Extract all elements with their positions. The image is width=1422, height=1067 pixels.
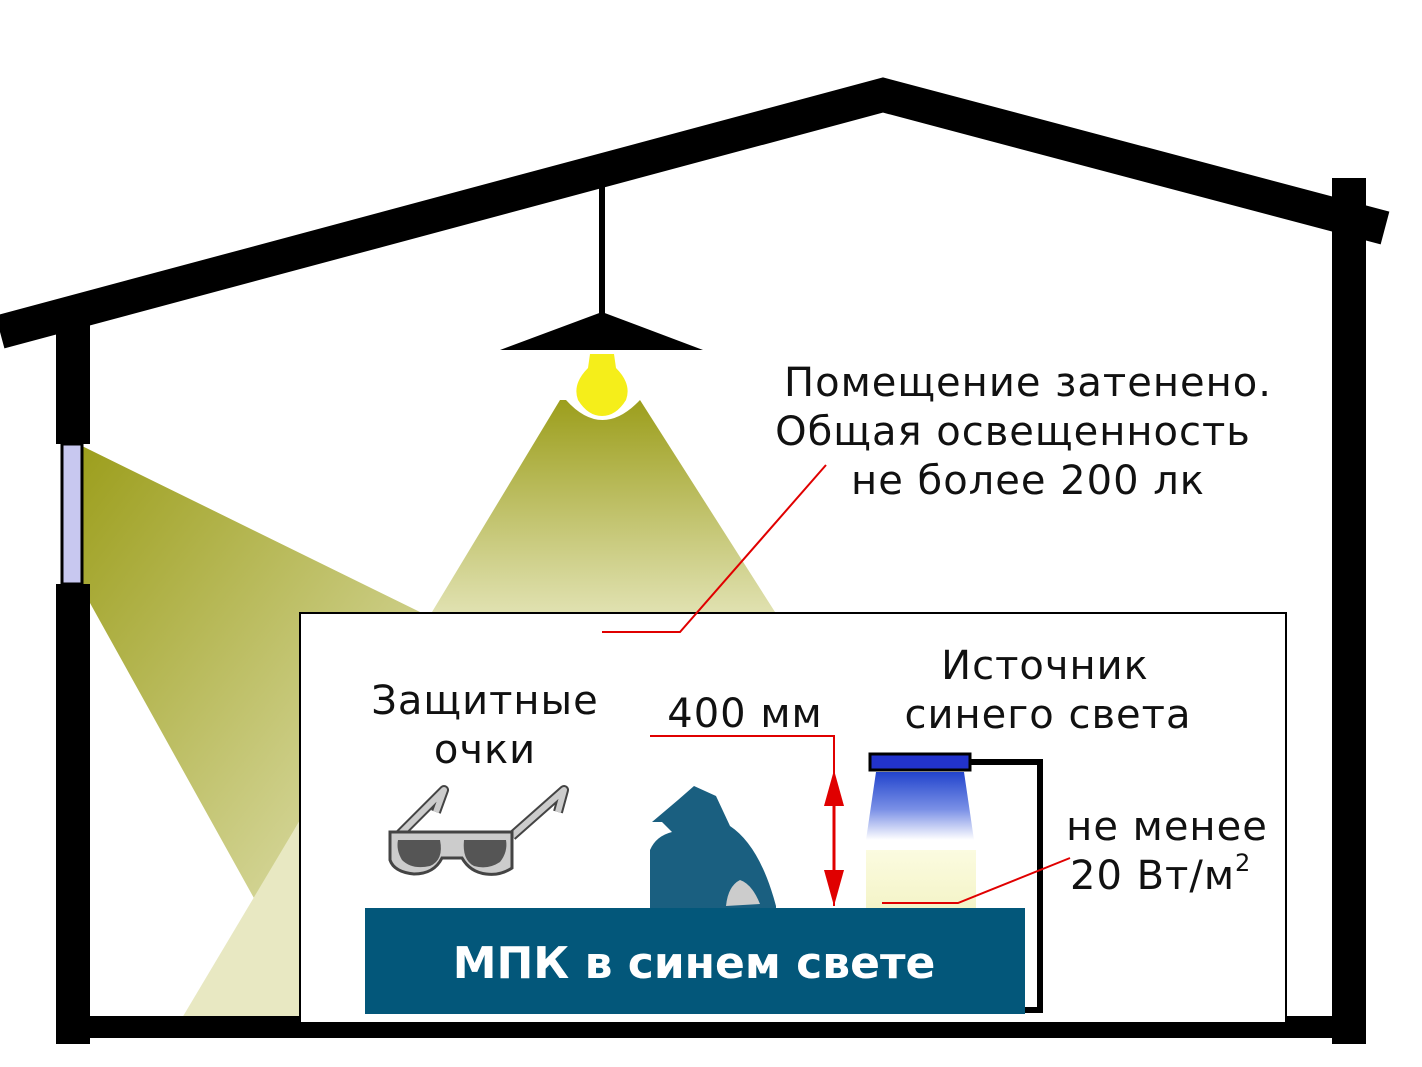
room-label-line3: не более 200 лк xyxy=(851,458,1205,504)
desk-label: МПК в синем свете xyxy=(453,938,936,989)
distance-arrow xyxy=(824,770,844,906)
goggles-label-line2: очки xyxy=(434,727,536,773)
lamp-light-beam xyxy=(432,400,775,612)
house-roof xyxy=(0,77,1390,349)
pendant-lamp-icon xyxy=(500,186,703,420)
blue-light-source-icon xyxy=(866,752,1043,1013)
source-label-line1: Источник xyxy=(941,643,1149,689)
right-wall xyxy=(1332,178,1366,1044)
distance-label: 400 мм xyxy=(667,691,822,737)
intensity-leader-line xyxy=(882,857,1071,904)
safety-goggles-icon xyxy=(388,785,569,876)
window-light-beam xyxy=(80,445,420,900)
workstation-desk xyxy=(365,908,1025,1014)
window xyxy=(60,442,84,586)
operator-silhouette-icon xyxy=(650,786,776,912)
goggles-label-line1: Защитные xyxy=(371,678,598,724)
left-wall-lower xyxy=(56,584,90,1044)
room-leader-line xyxy=(602,464,827,633)
source-label-line2: синего света xyxy=(905,692,1192,738)
intensity-label-line1: не менее xyxy=(1066,804,1268,850)
window-light-beam-floor xyxy=(182,820,300,1018)
room-label-line2: Общая освещенность xyxy=(775,409,1251,455)
left-wall-upper xyxy=(56,318,90,444)
room-label-line1: Помещение затенено. xyxy=(784,360,1272,406)
intensity-label-line2: 20 Вт/м2 xyxy=(1070,849,1251,899)
